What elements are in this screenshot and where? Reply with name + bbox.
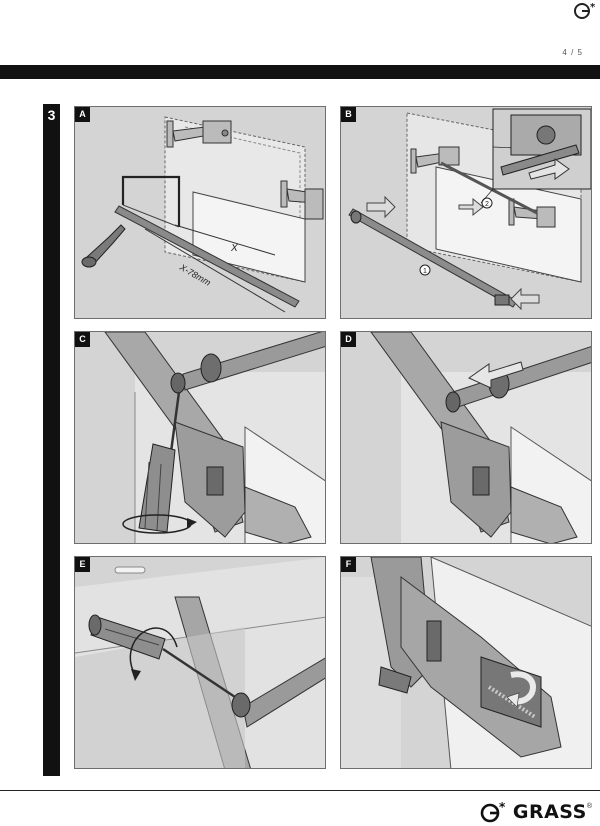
panel-c: C	[74, 331, 326, 544]
callout-1: 1	[423, 268, 427, 275]
panel-label: A	[75, 107, 90, 122]
illustration-adjust-tension	[341, 557, 591, 768]
panel-f: F	[340, 556, 592, 769]
illustration-rod-seat	[370, 332, 591, 543]
grass-g-icon: *	[480, 801, 506, 823]
illustration-screwdriver-fix	[75, 557, 325, 768]
panel-b: B 1 2	[340, 106, 592, 319]
callout-2: 2	[485, 201, 489, 208]
panel-label: C	[75, 332, 90, 347]
panel-e: E	[74, 556, 326, 769]
registered-mark: ®	[586, 803, 592, 810]
illustration-rod-insert: 1 2	[348, 108, 591, 311]
svg-text:*: *	[499, 801, 506, 814]
panel-label: F	[341, 557, 356, 572]
panel-label: D	[341, 332, 356, 347]
page-number: 4 / 5	[562, 48, 583, 57]
illustration-saw-cut: X X-78mm	[81, 116, 324, 313]
illustration-screwdriver-tighten	[104, 332, 325, 543]
footer-rule	[0, 790, 600, 791]
grass-logo-small: *	[572, 0, 600, 20]
step-number: 3	[47, 107, 56, 123]
svg-text:*: *	[590, 2, 596, 13]
panel-a: A X X-78mm	[74, 106, 326, 319]
panel-d: D	[340, 331, 592, 544]
step-strip	[43, 104, 60, 776]
brand-name: GRASS	[512, 801, 587, 823]
header-bar	[0, 65, 600, 79]
panel-label: E	[75, 557, 90, 572]
grass-brand-logo: * GRASS ®	[479, 800, 592, 824]
panel-label: B	[341, 107, 356, 122]
dim-x-label: X	[230, 243, 238, 254]
